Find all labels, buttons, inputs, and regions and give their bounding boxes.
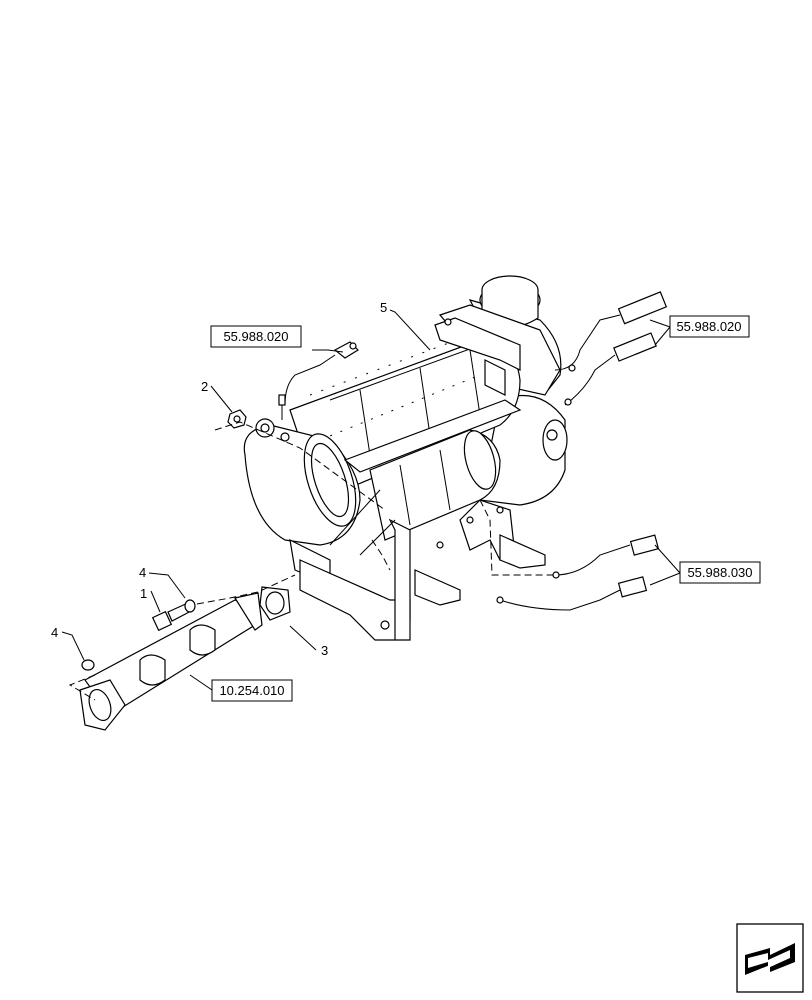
washer-lower	[81, 659, 95, 671]
callout-5: 5	[380, 300, 387, 315]
sensor-harness-right-upper	[554, 291, 668, 406]
leader-lines	[61, 309, 681, 691]
ref-box-left-sensor[interactable]: 55.988.020	[210, 325, 302, 348]
ref-box-lower-sensor[interactable]: 55.988.030	[679, 561, 761, 584]
ref-lower-sensor-label: 55.988.030	[687, 565, 752, 580]
callout-4-upper: 4	[139, 565, 146, 580]
arrow-icon[interactable]	[736, 923, 804, 993]
ref-box-pipe[interactable]: 10.254.010	[211, 679, 293, 702]
ref-pipe-label: 10.254.010	[219, 683, 284, 698]
ref-left-sensor-label: 55.988.020	[223, 329, 288, 344]
gasket	[259, 586, 291, 621]
aftertreatment-assembly	[243, 275, 568, 641]
sensor-harness-left	[278, 341, 359, 420]
exhaust-pipe	[79, 592, 263, 731]
callout-2: 2	[201, 379, 208, 394]
sensor-harness-lower	[496, 534, 660, 611]
ref-box-right-sensor[interactable]: 55.988.020	[669, 315, 750, 338]
callout-3: 3	[321, 643, 328, 658]
ref-right-sensor-label: 55.988.020	[676, 319, 741, 334]
callout-1: 1	[140, 586, 147, 601]
washer-upper	[184, 599, 196, 613]
assembly-lines	[68, 421, 555, 701]
nut	[227, 409, 247, 429]
callout-4-lower: 4	[51, 625, 58, 640]
